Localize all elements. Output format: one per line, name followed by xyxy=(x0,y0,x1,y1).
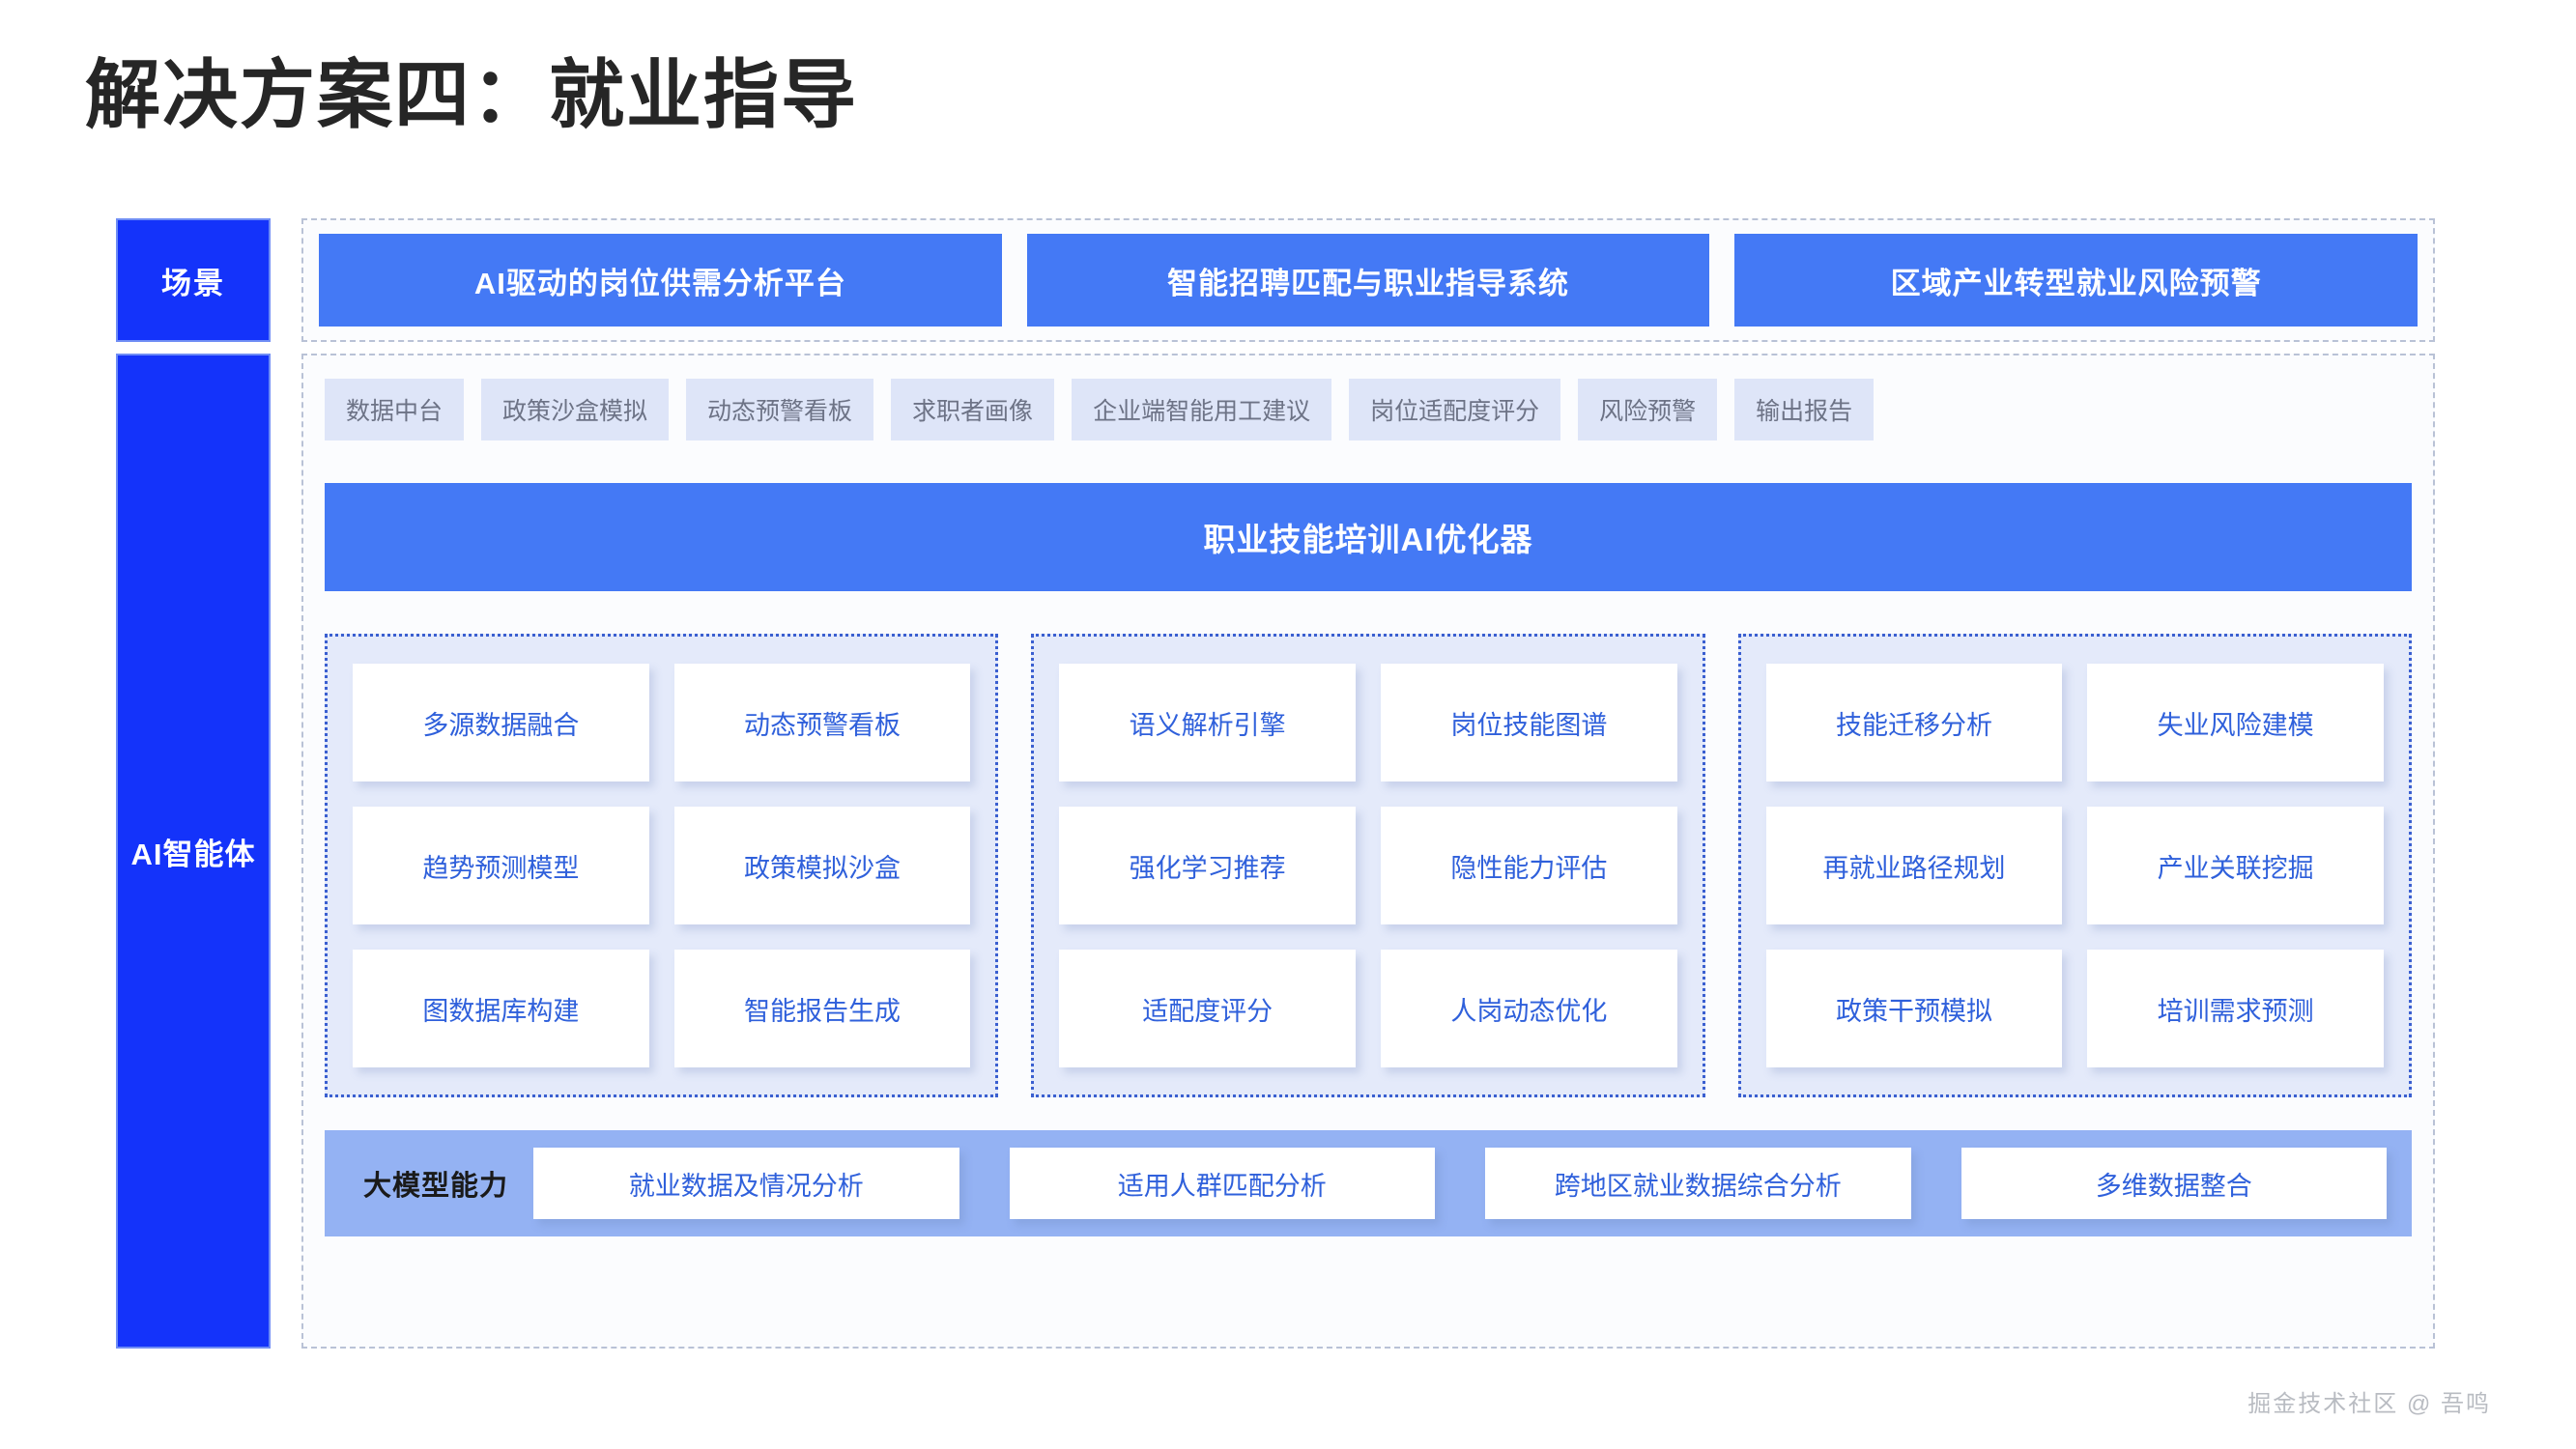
scene-card[interactable]: 区域产业转型就业风险预警 xyxy=(1734,234,2419,327)
agent-group: 多源数据融合 动态预警看板 趋势预测模型 政策模拟沙盒 图数据库构建 智能报告生… xyxy=(325,634,999,1097)
capability-tag[interactable]: 风险预警 xyxy=(1578,379,1718,440)
scene-card-list: AI驱动的岗位供需分析平台 智能招聘匹配与职业指导系统 区域产业转型就业风险预警 xyxy=(303,220,2433,340)
scene-dashed-container: AI驱动的岗位供需分析平台 智能招聘匹配与职业指导系统 区域产业转型就业风险预警 xyxy=(301,218,2435,342)
optimizer-banner[interactable]: 职业技能培训AI优化器 xyxy=(325,483,2412,591)
agent-cell[interactable]: 语义解析引擎 xyxy=(1059,664,1356,781)
agent-cell[interactable]: 岗位技能图谱 xyxy=(1381,664,1677,781)
capability-tag[interactable]: 动态预警看板 xyxy=(686,379,874,440)
agent-cell[interactable]: 培训需求预测 xyxy=(2087,950,2384,1067)
ai-agent-panel: 数据中台 政策沙盒模拟 动态预警看板 求职者画像 企业端智能用工建议 岗位适配度… xyxy=(301,354,2435,1349)
capability-tag[interactable]: 输出报告 xyxy=(1734,379,1875,440)
llm-card-list: 就业数据及情况分析 适用人群匹配分析 跨地区就业数据综合分析 多维数据整合 xyxy=(533,1148,2387,1219)
agent-group-row: 政策干预模拟 培训需求预测 xyxy=(1765,950,2384,1067)
agent-cell[interactable]: 技能迁移分析 xyxy=(1765,664,2063,781)
llm-card[interactable]: 适用人群匹配分析 xyxy=(1009,1148,1435,1219)
agent-cell[interactable]: 人岗动态优化 xyxy=(1381,950,1677,1067)
llm-card[interactable]: 就业数据及情况分析 xyxy=(533,1148,959,1219)
agent-cell[interactable]: 智能报告生成 xyxy=(673,950,971,1067)
scene-row-label: 场景 xyxy=(116,218,271,342)
agent-cell[interactable]: 图数据库构建 xyxy=(353,950,649,1067)
capability-tag[interactable]: 数据中台 xyxy=(325,379,465,440)
scene-card[interactable]: 智能招聘匹配与职业指导系统 xyxy=(1026,234,1710,327)
agent-cell[interactable]: 再就业路径规划 xyxy=(1765,807,2063,924)
agent-group-row: 技能迁移分析 失业风险建模 xyxy=(1765,664,2384,781)
agent-cell[interactable]: 产业关联挖掘 xyxy=(2087,807,2384,924)
agent-cell[interactable]: 强化学习推荐 xyxy=(1059,807,1356,924)
agent-group-list: 多源数据融合 动态预警看板 趋势预测模型 政策模拟沙盒 图数据库构建 智能报告生… xyxy=(325,634,2412,1097)
ai-agent-row: AI智能体 数据中台 政策沙盒模拟 动态预警看板 求职者画像 企业端智能用工建议… xyxy=(116,354,2435,1349)
agent-cell[interactable]: 多源数据融合 xyxy=(353,664,649,781)
llm-band-label: 大模型能力 xyxy=(363,1171,509,1202)
agent-group: 语义解析引擎 岗位技能图谱 强化学习推荐 隐性能力评估 适配度评分 人岗动态优化 xyxy=(1031,634,1705,1097)
scene-card[interactable]: AI驱动的岗位供需分析平台 xyxy=(319,234,1002,327)
agent-cell[interactable]: 政策干预模拟 xyxy=(1765,950,2063,1067)
llm-card[interactable]: 跨地区就业数据综合分析 xyxy=(1485,1148,1911,1219)
llm-card[interactable]: 多维数据整合 xyxy=(1961,1148,2387,1219)
scene-row: 场景 AI驱动的岗位供需分析平台 智能招聘匹配与职业指导系统 区域产业转型就业风… xyxy=(116,218,2435,342)
llm-capability-band: 大模型能力 就业数据及情况分析 适用人群匹配分析 跨地区就业数据综合分析 多维数… xyxy=(325,1130,2412,1236)
capability-tag-list: 数据中台 政策沙盒模拟 动态预警看板 求职者画像 企业端智能用工建议 岗位适配度… xyxy=(325,379,2412,440)
agent-cell[interactable]: 动态预警看板 xyxy=(673,664,971,781)
agent-group-row: 适配度评分 人岗动态优化 xyxy=(1059,950,1677,1067)
agent-group-row: 再就业路径规划 产业关联挖掘 xyxy=(1765,807,2384,924)
agent-cell[interactable]: 失业风险建模 xyxy=(2087,664,2384,781)
agent-cell[interactable]: 适配度评分 xyxy=(1059,950,1356,1067)
agent-group-row: 图数据库构建 智能报告生成 xyxy=(353,950,971,1067)
ai-agent-row-label: AI智能体 xyxy=(116,354,271,1349)
agent-cell[interactable]: 政策模拟沙盒 xyxy=(673,807,971,924)
agent-group-row: 语义解析引擎 岗位技能图谱 xyxy=(1059,664,1677,781)
agent-cell[interactable]: 隐性能力评估 xyxy=(1381,807,1677,924)
agent-cell[interactable]: 趋势预测模型 xyxy=(353,807,649,924)
agent-group: 技能迁移分析 失业风险建模 再就业路径规划 产业关联挖掘 政策干预模拟 培训需求… xyxy=(1737,634,2412,1097)
capability-tag[interactable]: 企业端智能用工建议 xyxy=(1072,379,1332,440)
agent-group-row: 多源数据融合 动态预警看板 xyxy=(353,664,971,781)
agent-group-row: 趋势预测模型 政策模拟沙盒 xyxy=(353,807,971,924)
page-title: 解决方案四：就业指导 xyxy=(85,52,859,137)
footer-watermark: 掘金技术社区 @ 吾鸣 xyxy=(2247,1391,2491,1417)
capability-tag[interactable]: 岗位适配度评分 xyxy=(1349,379,1561,440)
capability-tag[interactable]: 政策沙盒模拟 xyxy=(481,379,670,440)
agent-group-row: 强化学习推荐 隐性能力评估 xyxy=(1059,807,1677,924)
capability-tag[interactable]: 求职者画像 xyxy=(891,379,1055,440)
